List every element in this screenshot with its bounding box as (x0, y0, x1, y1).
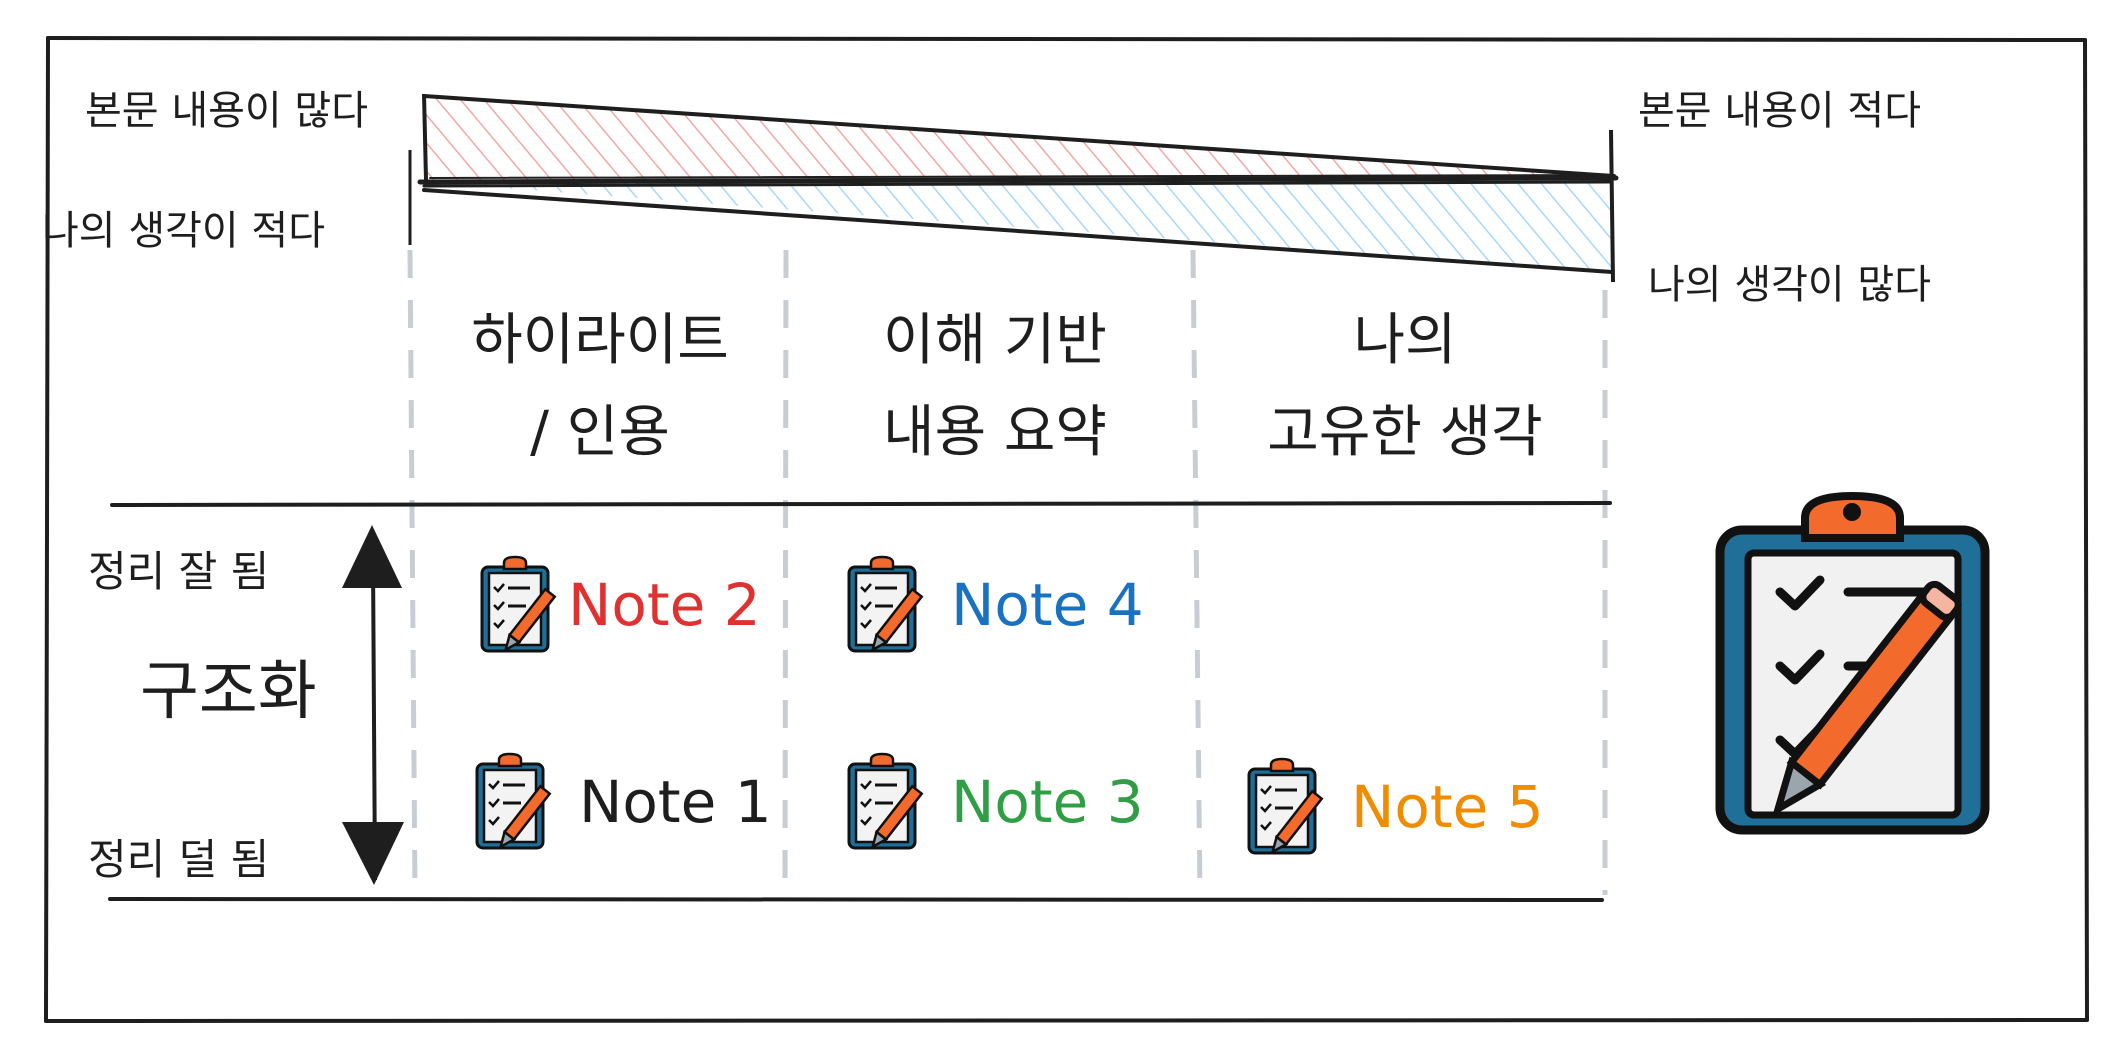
clipboard-checklist-icon (1715, 491, 1990, 835)
note-item[interactable]: Note 3 (845, 752, 1144, 852)
note-label: Note 4 (951, 571, 1144, 639)
column-header-line2: 내용 요약 (883, 400, 1107, 465)
clipboard-icon (1247, 757, 1324, 855)
clipboard-icon (480, 555, 557, 653)
note-item[interactable]: Note 5 (1245, 757, 1544, 857)
thought-amount-wedge (408, 129, 1615, 283)
column-header-line2: 고유한 생각 (1267, 400, 1543, 465)
note-label: Note 5 (1351, 773, 1544, 841)
content-amount-wedge (422, 93, 1616, 181)
column-separators (407, 249, 1608, 896)
note-label: Note 2 (568, 571, 761, 639)
top-left-label: 본문 내용이 많다 (85, 88, 369, 134)
clipboard-icon (475, 752, 552, 850)
table-lines (108, 501, 1612, 902)
column-header-line1: 이해 기반 (883, 308, 1107, 373)
column-header-line2: / 인용 (530, 400, 670, 465)
note-item[interactable]: Note 2 (478, 555, 761, 655)
clipboard-icon (847, 752, 924, 850)
bottom-left-label: 나의 생각이 적다 (42, 208, 326, 254)
axis-top-label: 정리 잘 됨 (88, 547, 270, 596)
column-header-line1: 나의 (1353, 308, 1457, 373)
clipboard-icon (847, 555, 924, 653)
axis-bottom-label: 정리 덜 됨 (88, 835, 270, 884)
center-baseline (417, 174, 1619, 188)
note-item[interactable]: Note 4 (845, 555, 1144, 655)
column-header-summary: 이해 기반 내용 요약 (800, 295, 1190, 479)
structure-axis-arrow (342, 525, 404, 885)
note-item[interactable]: Note 1 (473, 752, 772, 852)
column-header-highlight: 하이라이트 / 인용 (420, 295, 780, 479)
axis-middle-label: 구조화 (140, 655, 317, 729)
note-label: Note 1 (579, 768, 772, 836)
outer-frame (44, 36, 2089, 1023)
note-label: Note 3 (951, 768, 1144, 836)
bottom-right-label: 나의 생각이 많다 (1648, 262, 1932, 308)
column-header-line1: 하이라이트 (471, 308, 729, 373)
top-right-label: 본문 내용이 적다 (1638, 88, 1922, 134)
column-header-own-thought: 나의 고유한 생각 (1205, 295, 1605, 479)
